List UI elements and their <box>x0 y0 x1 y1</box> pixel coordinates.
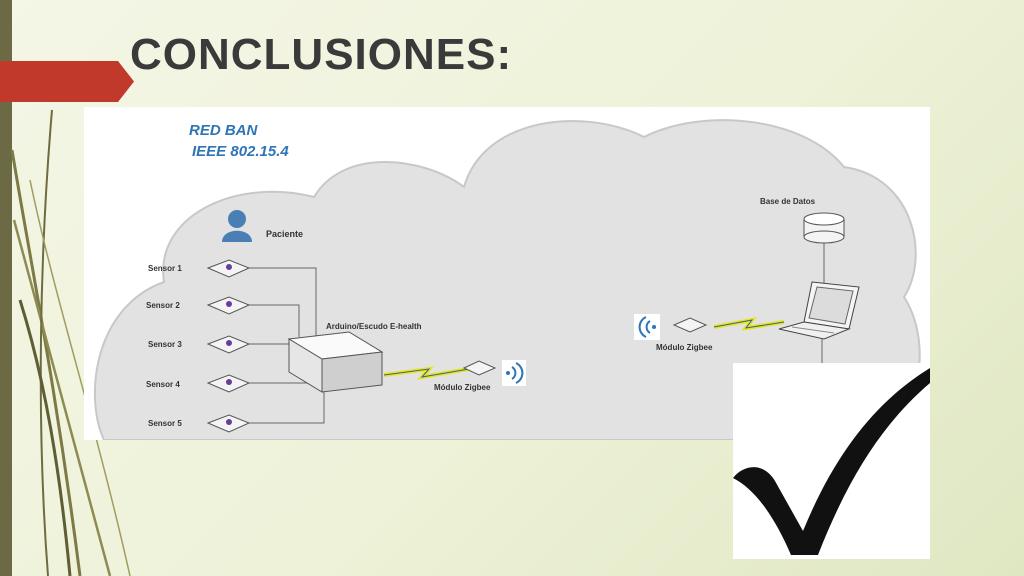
controller-label: Arduino/Escudo E-health <box>326 322 422 331</box>
title-arrow-marker <box>0 61 134 102</box>
device-box-icon <box>287 331 384 393</box>
checkmark-icon <box>733 368 930 555</box>
grass-decoration <box>10 109 131 576</box>
wireless-signal-icon <box>502 360 526 386</box>
zigbee-left-label: Módulo Zigbee <box>434 383 491 392</box>
lightning-link-icon <box>713 317 785 331</box>
patient-label: Paciente <box>266 229 303 239</box>
person-icon <box>222 210 252 242</box>
sensor-label: Sensor 1 <box>148 264 182 273</box>
sensor-icon <box>206 414 251 433</box>
lightning-link-icon <box>383 366 470 380</box>
database-icon <box>803 212 845 244</box>
laptop-icon <box>778 281 860 340</box>
network-diagram: RED BAN IEEE 802.15.4 Paciente Sensor 1 … <box>84 107 930 440</box>
left-accent-bar <box>0 0 12 576</box>
wireless-signal-icon <box>634 314 660 340</box>
standard-label: IEEE 802.15.4 <box>192 143 289 160</box>
sensor-label: Sensor 4 <box>146 380 180 389</box>
zigbee-right-label: Módulo Zigbee <box>656 343 713 352</box>
checkmark-panel <box>733 363 930 559</box>
zigbee-module-icon <box>672 317 708 333</box>
network-name-label: RED BAN <box>189 122 259 139</box>
sensor-label: Sensor 3 <box>148 340 182 349</box>
sensor-label: Sensor 2 <box>146 301 180 310</box>
slide-title: CONCLUSIONES: <box>130 30 513 79</box>
zigbee-module-icon <box>462 360 497 376</box>
sensor-list: Sensor 1 Sensor 2 Sensor 3 Sensor 4 Sens… <box>146 259 251 433</box>
sensor-icon <box>206 259 251 278</box>
sensor-label: Sensor 5 <box>148 419 182 428</box>
sensor-icon <box>206 374 251 393</box>
database-label: Base de Datos <box>760 197 816 206</box>
sensor-icon <box>206 296 251 315</box>
sensor-icon <box>206 335 251 354</box>
